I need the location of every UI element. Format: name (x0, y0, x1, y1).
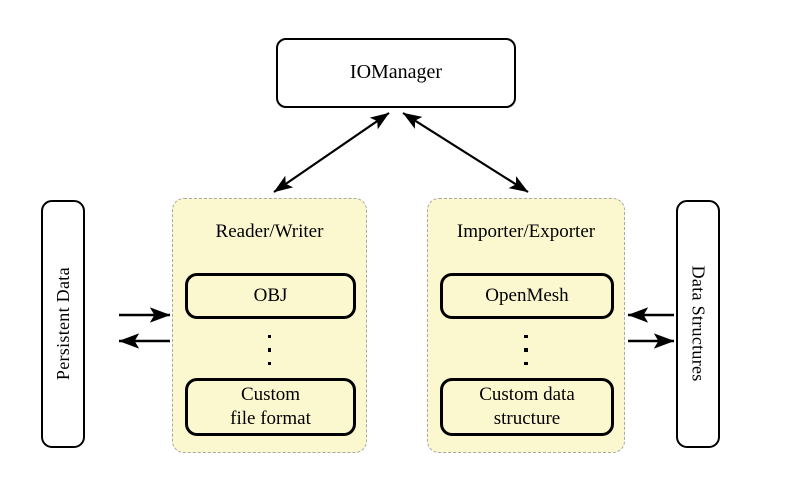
node-persistent-data[interactable]: Persistent Data (41, 200, 85, 448)
item-obj-label: OBJ (253, 284, 288, 306)
io-manager-label: IOManager (349, 61, 443, 84)
item-custom-file-format-line1: Custom (240, 383, 301, 405)
item-openmesh[interactable]: OpenMesh (440, 273, 614, 319)
reader-writer-ellipsis (173, 332, 366, 368)
panel-reader-writer: Reader/Writer OBJ Custom file format (172, 198, 367, 453)
data-structures-label: Data Structures (688, 266, 709, 382)
item-custom-data-structure-label: Custom data structure (479, 383, 575, 432)
item-openmesh-label: OpenMesh (485, 284, 569, 306)
item-obj[interactable]: OBJ (185, 273, 356, 319)
panel-reader-writer-title: Reader/Writer (215, 221, 324, 242)
item-custom-file-format-line2: file format (230, 408, 311, 429)
item-custom-file-format[interactable]: Custom file format (185, 378, 356, 436)
persistent-data-label: Persistent Data (52, 267, 73, 381)
node-data-structures[interactable]: Data Structures (676, 200, 720, 448)
panel-importer-exporter: Importer/Exporter OpenMesh Custom data s… (427, 198, 625, 453)
item-custom-data-structure[interactable]: Custom data structure (440, 378, 614, 436)
item-custom-data-structure-line2: structure (493, 408, 561, 429)
panel-importer-exporter-title: Importer/Exporter (456, 221, 596, 242)
connection-manager-reader-writer (273, 112, 390, 193)
node-io-manager[interactable]: IOManager (276, 38, 516, 108)
importer-exporter-ellipsis (428, 332, 624, 368)
connection-manager-importer-exporter (402, 112, 529, 193)
item-custom-file-format-label: Custom file format (230, 383, 311, 432)
item-custom-data-structure-line1: Custom data (479, 383, 575, 405)
